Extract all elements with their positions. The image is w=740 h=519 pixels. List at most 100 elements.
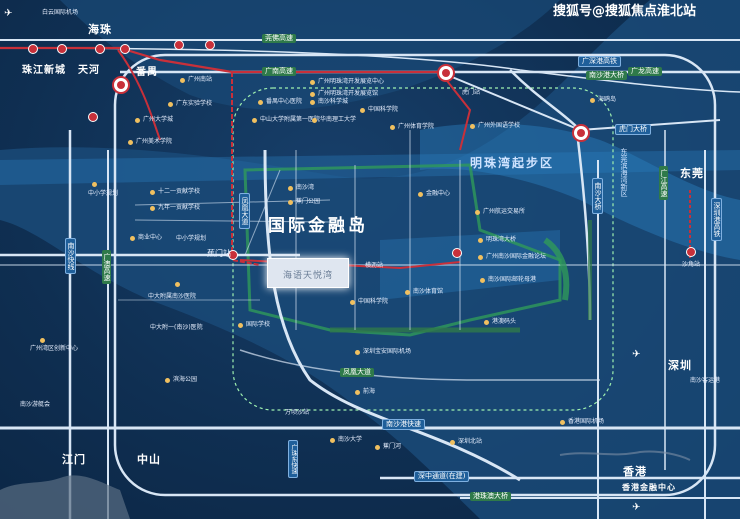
plane-icon: ✈: [632, 349, 641, 360]
metro-pin[interactable]: [88, 112, 98, 122]
road-label-guanglong: 广龙高速: [628, 67, 662, 76]
road-fenghuang: [263, 149, 521, 482]
poi-dot[interactable]: [258, 100, 263, 105]
station-hengli: 横沥站: [365, 262, 384, 269]
poi-dot[interactable]: [288, 200, 293, 205]
poi-label: 前海: [363, 388, 376, 395]
metro-pin[interactable]: [174, 40, 184, 50]
mingzhu-bay-title: 明珠湾起步区: [470, 156, 555, 170]
poi-dot[interactable]: [590, 98, 595, 103]
poi-label: 海鸥岛: [598, 96, 617, 103]
road-label-nansha-exp: 南沙港快速: [382, 419, 425, 430]
poi-dot[interactable]: [150, 190, 155, 195]
poi-label: 中小学规划: [176, 235, 207, 242]
road-label-fenghuang-v: 凤凰大道: [239, 193, 250, 229]
poi-dot[interactable]: [375, 445, 380, 450]
poi-dot[interactable]: [355, 390, 360, 395]
poi-dot[interactable]: [350, 300, 355, 305]
poi-label: 中大附属南沙医院: [148, 293, 197, 300]
poi-label: 中山大学附属第一医院: [260, 116, 321, 123]
poi-dot[interactable]: [175, 282, 180, 287]
poi-dot[interactable]: [168, 102, 173, 107]
station-wanqingsha: 万顷沙站: [285, 409, 310, 416]
poi-dot[interactable]: [40, 338, 45, 343]
metro-pin[interactable]: [120, 44, 130, 54]
poi-label: 蕉门河: [383, 443, 402, 450]
poi-dot[interactable]: [355, 350, 360, 355]
metro-pin[interactable]: [686, 247, 696, 257]
poi-dot[interactable]: [135, 118, 140, 123]
city-zhujiang: 珠江新城: [22, 65, 66, 76]
poi-dot[interactable]: [478, 238, 483, 243]
inner-ring: [232, 87, 614, 411]
poi-dot[interactable]: [480, 278, 485, 283]
poi-label: 南沙国际邮轮母港: [488, 276, 537, 283]
poi-dot[interactable]: [310, 100, 315, 105]
poi-label: 广州湾区创新中心: [30, 345, 79, 352]
poi-label: 广州南沙国际金融论坛: [486, 253, 547, 260]
watermark: 搜狐号@搜狐焦点淮北站: [553, 4, 697, 19]
metro-pin[interactable]: [57, 44, 67, 54]
poi-dot[interactable]: [150, 206, 155, 211]
city-shenzhen: 深圳: [668, 359, 692, 372]
poi-dot[interactable]: [288, 186, 293, 191]
poi-dot[interactable]: [475, 210, 480, 215]
city-haizhu: 海珠: [88, 23, 112, 36]
poi-label: 商业中心: [138, 234, 163, 241]
poi-label: 华南理工大学: [320, 116, 357, 123]
poi-dot[interactable]: [560, 420, 565, 425]
poi-label: 中国科学院: [368, 106, 399, 113]
interchange-pin[interactable]: [112, 76, 130, 94]
poi-label: 南沙大学: [338, 436, 363, 443]
station-jiaomen: 蕉门站: [207, 249, 231, 258]
poi-dot[interactable]: [128, 140, 133, 145]
poi-dot[interactable]: [180, 78, 185, 83]
poi-label: 明珠湾大桥: [486, 236, 517, 243]
metro-pin[interactable]: [205, 40, 215, 50]
poi-dot[interactable]: [418, 192, 423, 197]
city-panyu: 番禺: [136, 67, 158, 78]
poi-label: 香港国际机场: [568, 418, 605, 425]
metro-pin[interactable]: [28, 44, 38, 54]
poi-dot[interactable]: [470, 124, 475, 129]
poi-dot[interactable]: [484, 320, 489, 325]
poi-dot[interactable]: [310, 80, 315, 85]
road-label-shasha: 南沙港大桥: [586, 71, 627, 80]
poi-label: 广州大学城: [143, 116, 174, 123]
road-label-nansha-bridge: 南沙大桥: [592, 178, 603, 214]
poi-label: 中小学规划: [88, 190, 119, 197]
road-label-gangzhu: 港珠澳大桥: [470, 492, 511, 501]
poi-label: 广州美术学院: [136, 138, 173, 145]
poi-dot[interactable]: [310, 92, 315, 97]
poi-dot[interactable]: [238, 323, 243, 328]
poi-label: 广州明珠湾开发展览中心: [318, 78, 385, 85]
metro-pin[interactable]: [452, 248, 462, 258]
poi-label: 金融中心: [426, 190, 451, 197]
poi-dot[interactable]: [130, 236, 135, 241]
poi-label: 深圳宝安国际机场: [363, 348, 412, 355]
poi-label: 中大附一(南沙)医院: [150, 324, 203, 331]
poi-dot[interactable]: [478, 255, 483, 260]
poi-dot[interactable]: [360, 108, 365, 113]
poi-dot[interactable]: [252, 118, 257, 123]
road-label-fenghuang: 凤凰大道: [340, 368, 374, 377]
road-label-guangao: 广澳高速: [102, 250, 111, 284]
poi-dot[interactable]: [450, 440, 455, 445]
poi-dot[interactable]: [405, 290, 410, 295]
poi-dot[interactable]: [312, 118, 317, 123]
city-zhongshan: 中山: [137, 453, 161, 466]
poi-dot[interactable]: [390, 125, 395, 130]
road-label-nansha-fast: 南沙快线: [65, 238, 76, 274]
poi-label: 广州南站: [188, 76, 213, 83]
interchange-pin[interactable]: [572, 124, 590, 142]
interchange-pin[interactable]: [437, 64, 455, 82]
metro-pin[interactable]: [228, 250, 238, 260]
island-outline: [243, 163, 562, 337]
poi-dot[interactable]: [92, 182, 97, 187]
poi-dot[interactable]: [165, 378, 170, 383]
project-marker[interactable]: 海语天悦湾: [267, 258, 349, 288]
metro-pin[interactable]: [95, 44, 105, 54]
poi-dot[interactable]: [330, 438, 335, 443]
